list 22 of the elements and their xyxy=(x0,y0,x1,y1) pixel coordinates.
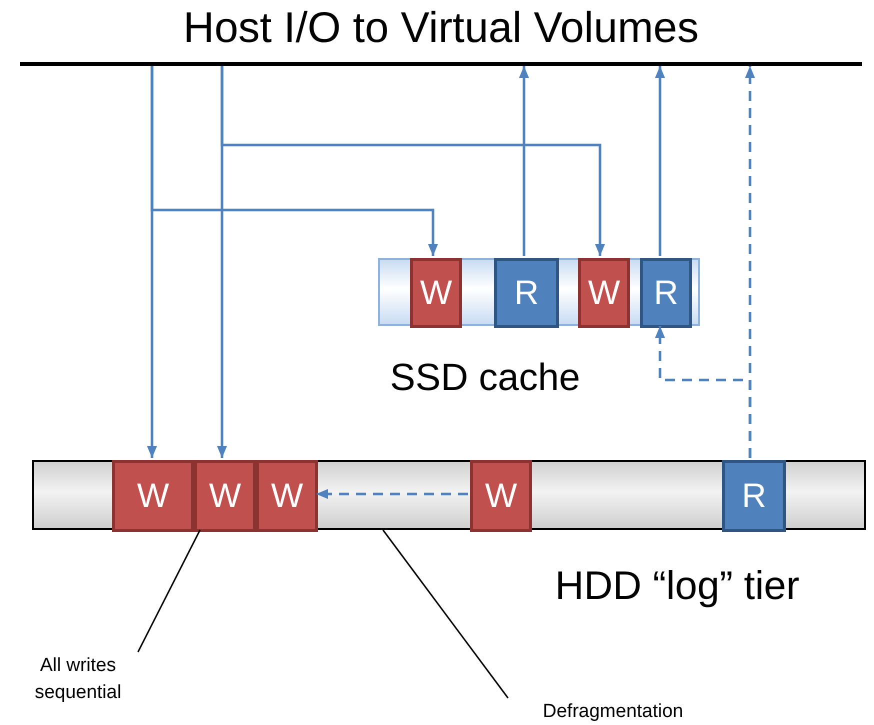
write-block: W xyxy=(470,460,532,532)
write-block: W xyxy=(578,258,630,328)
arrow xyxy=(519,66,529,256)
write-block: W xyxy=(256,460,318,532)
read-block: R xyxy=(722,460,786,532)
dashed-arrow xyxy=(316,489,468,499)
leader-line xyxy=(382,530,509,698)
arrow xyxy=(150,66,438,256)
note-text: Defragmentation xyxy=(508,698,718,724)
arrow xyxy=(220,66,605,256)
write-block: W xyxy=(194,460,256,532)
read-block: R xyxy=(640,258,692,328)
read-block: R xyxy=(494,258,559,328)
band-heading: HDD “log” tier xyxy=(555,564,800,608)
title-heading: Host I/O to Virtual Volumes xyxy=(183,4,699,52)
write-block: W xyxy=(410,258,462,328)
arrow xyxy=(655,66,665,256)
dashed-arrow xyxy=(655,326,752,458)
leader-line xyxy=(137,530,201,652)
band-heading: SSD cache xyxy=(390,356,580,400)
write-block: W xyxy=(112,460,194,532)
note-text: All writes sequential xyxy=(18,652,138,708)
